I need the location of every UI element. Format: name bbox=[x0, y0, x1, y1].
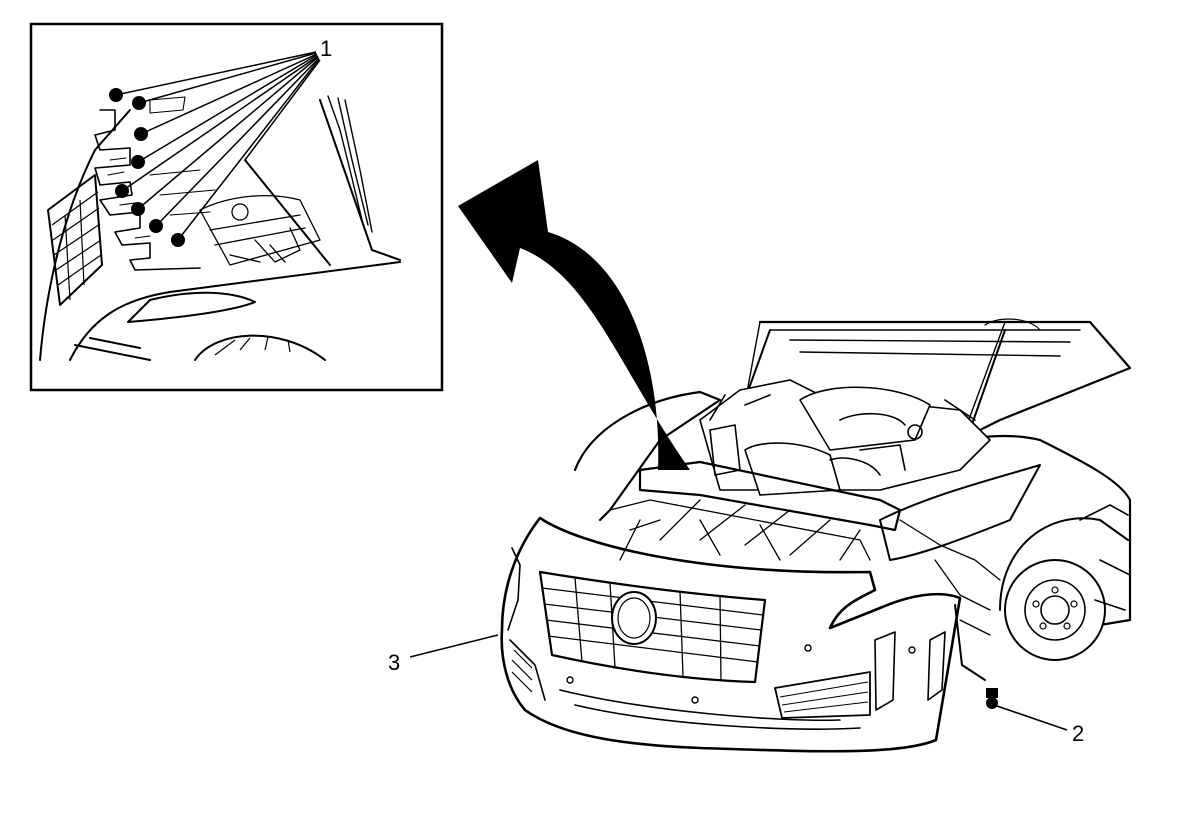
radiator-area bbox=[609, 499, 1001, 636]
main-car-drawing bbox=[500, 318, 1132, 753]
callout-1-leaders bbox=[115, 51, 321, 241]
inset-detail-view: 1 bbox=[29, 22, 444, 392]
inset-frame bbox=[29, 22, 444, 392]
callout-2: 2 bbox=[996, 705, 1084, 746]
front-wheel-hub bbox=[1004, 559, 1106, 661]
view-direction-arrow bbox=[458, 160, 690, 470]
fastener-2-icon bbox=[986, 688, 998, 709]
callout-2-label: 2 bbox=[1072, 721, 1084, 746]
callout-3: 3 bbox=[388, 634, 499, 675]
front-bumper-fascia bbox=[500, 516, 986, 753]
inset-grille-bars bbox=[51, 191, 102, 301]
grille-emblem bbox=[611, 591, 657, 645]
callout-1-label: 1 bbox=[320, 36, 332, 61]
callout-2-leader bbox=[996, 705, 1068, 731]
callout-3-label: 3 bbox=[388, 650, 400, 675]
inset-car-drawing bbox=[39, 51, 401, 361]
callout-3-leader bbox=[409, 634, 499, 658]
inset-engine-bay bbox=[199, 195, 321, 266]
engine-bay bbox=[699, 379, 991, 496]
front-grille bbox=[538, 570, 767, 684]
